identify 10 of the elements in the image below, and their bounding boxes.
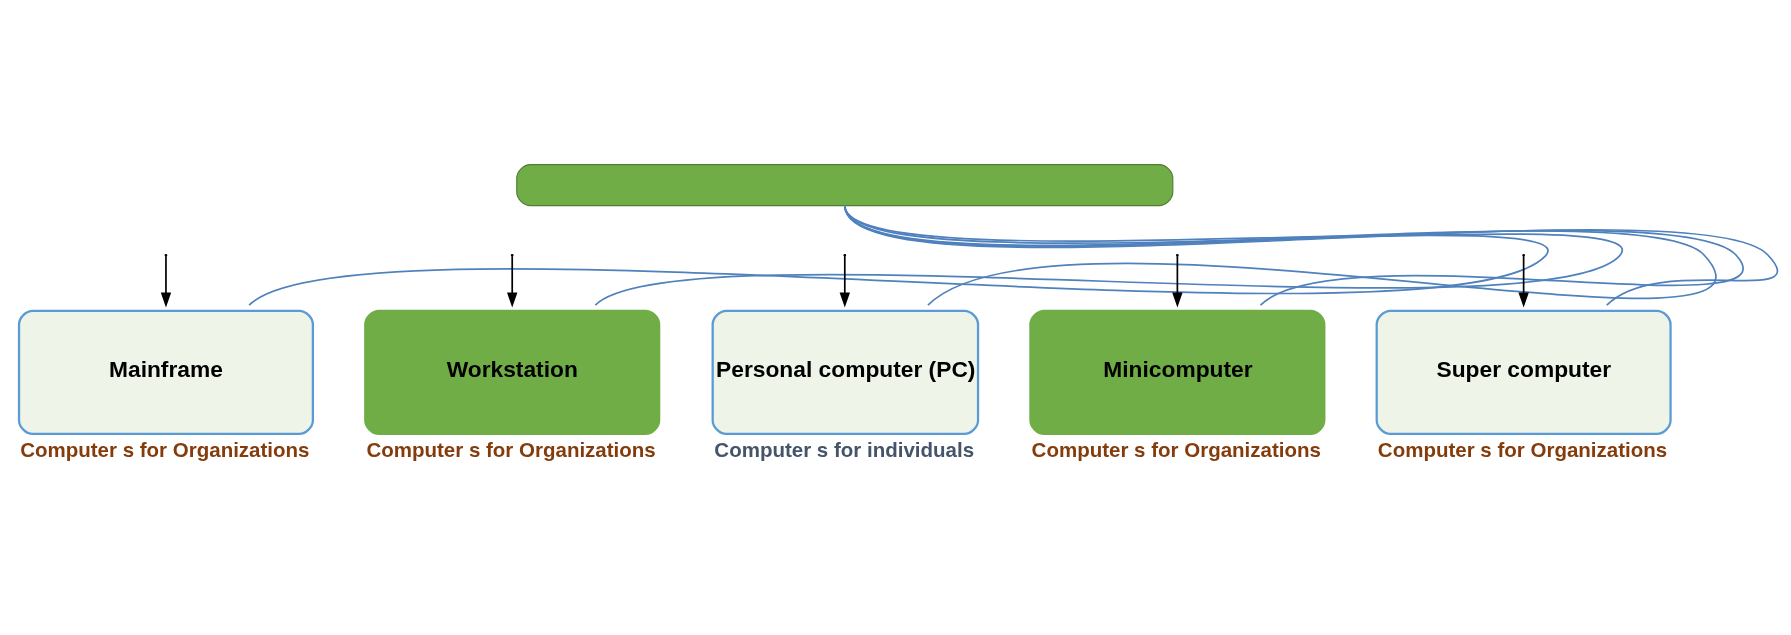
arrow	[1518, 254, 1529, 307]
node-label: Computer s for Organizations	[1031, 437, 1321, 461]
arrow	[1172, 254, 1183, 307]
node-label: Computer s for individuals	[714, 437, 975, 461]
node-label: Computer s for Organizations	[1377, 437, 1668, 461]
node-label: Computer s for Organizations	[366, 437, 656, 461]
arrow	[839, 254, 850, 307]
arrow	[507, 254, 518, 307]
node-label: Computer s for Organizations	[20, 437, 310, 461]
node-box	[516, 163, 1174, 206]
